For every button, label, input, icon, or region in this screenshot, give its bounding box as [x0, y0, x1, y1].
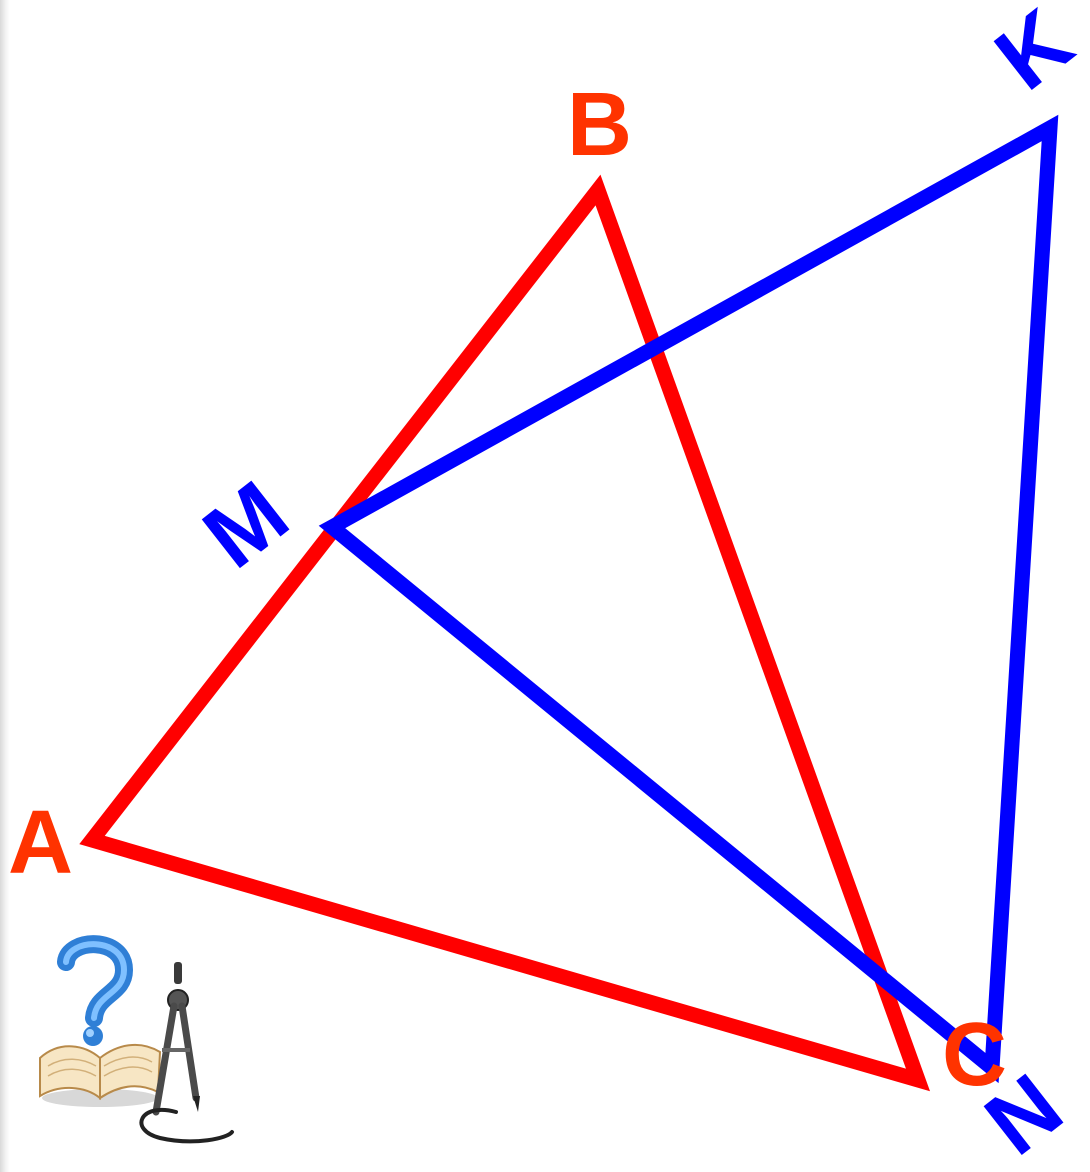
vertex-label-a: A [8, 793, 73, 893]
triangle-abc [79, 174, 931, 1092]
vertex-label-k: K [978, 0, 1090, 110]
vertex-label-c: C [942, 1005, 1007, 1105]
triangle-mkn [318, 114, 1059, 1084]
vertex-label-m: M [186, 463, 307, 588]
compass-icon [139, 962, 234, 1144]
help-book-icon [39, 935, 162, 1107]
vertex-label-b: B [567, 75, 632, 175]
left-panel-edge [0, 0, 10, 1172]
